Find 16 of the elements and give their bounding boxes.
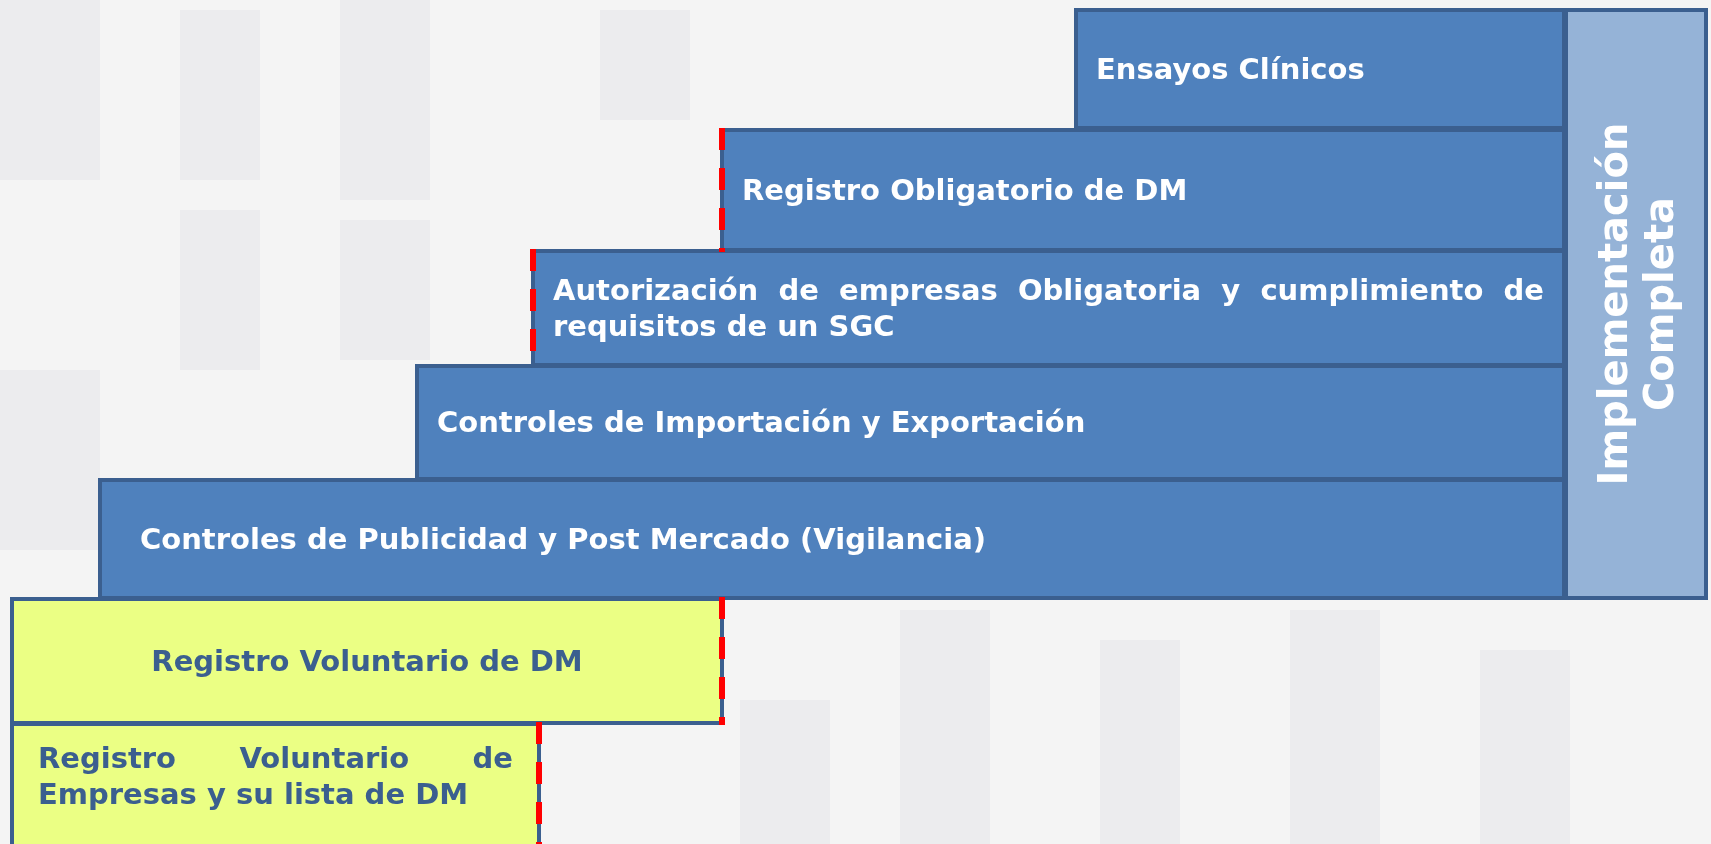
vertical-label: Implementación Completa: [1590, 121, 1682, 488]
step-label: Registro Obligatorio de DM: [742, 171, 1189, 209]
step-bar: [10, 597, 724, 725]
step-bar: [531, 249, 1566, 367]
step-bar: [10, 722, 541, 844]
step-bar: [720, 128, 1566, 252]
step-label: Autorización de empresas Obligatoria y cumplimiento de requisitos de un SGC: [553, 271, 1544, 345]
step-label: Ensayos Clínicos: [1096, 50, 1366, 88]
step-label: Registro Voluntario de DM: [150, 642, 584, 680]
step-label: Controles de Publicidad y Post Mercado (Vigilancia): [140, 520, 987, 558]
step-label: Registro Voluntario de Empresas y su lista de DM: [38, 740, 513, 813]
step-bar: [1074, 8, 1566, 130]
step-bar: [415, 364, 1566, 481]
step-bar: [98, 478, 1566, 600]
vertical-bar: [1564, 8, 1708, 600]
step-label: Controles de Importación y Exportación: [437, 404, 1087, 441]
